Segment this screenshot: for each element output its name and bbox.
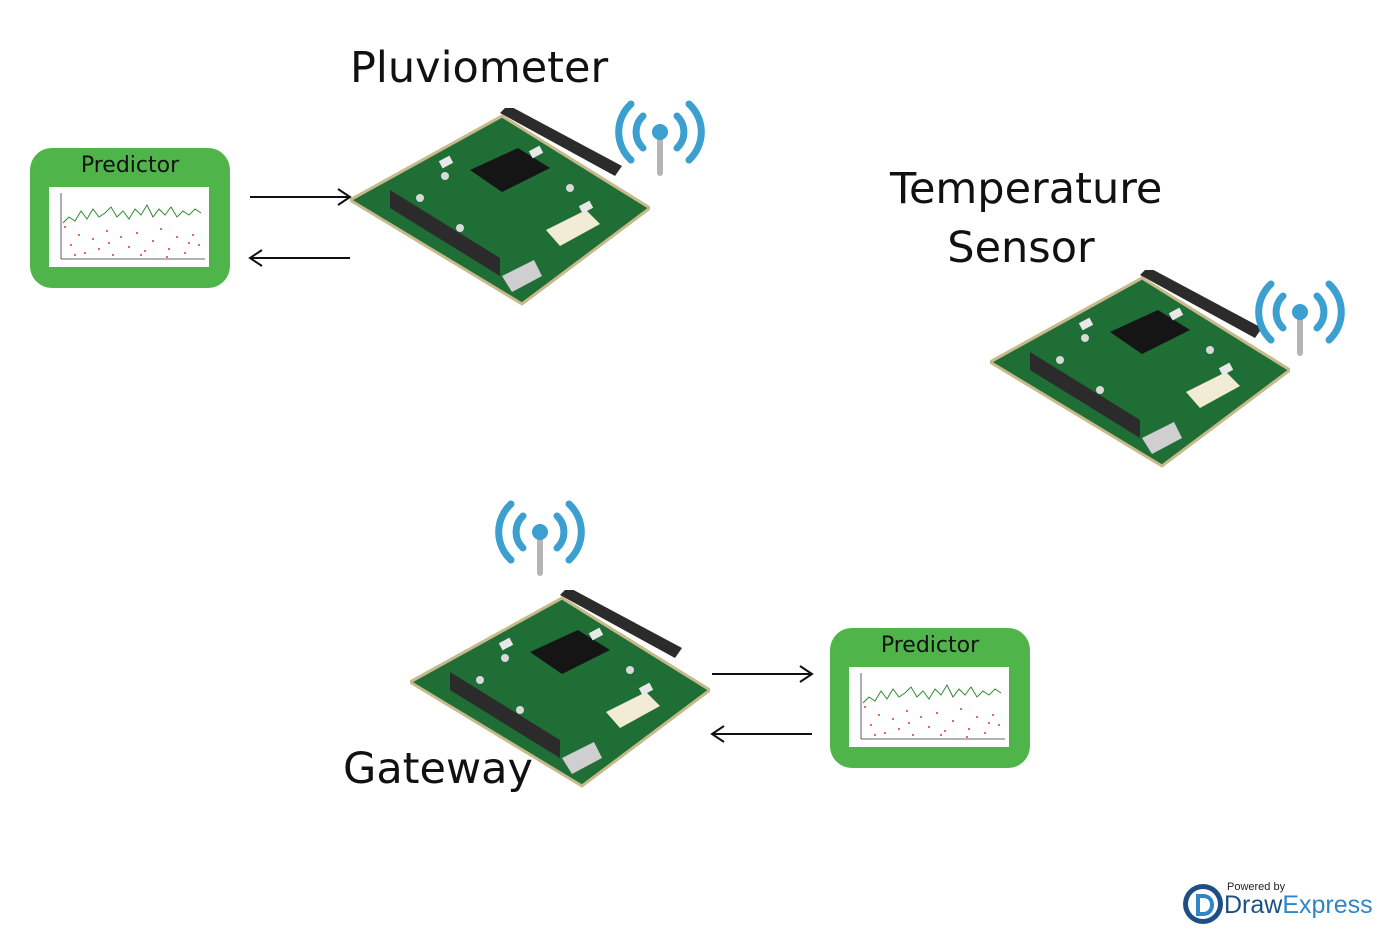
arrow-left-icon	[248, 249, 350, 267]
drawexpress-logo-icon	[1183, 884, 1223, 924]
wifi-antenna-icon	[495, 500, 585, 576]
wifi-antenna-icon	[615, 100, 705, 176]
predictor-title: Predictor	[880, 633, 980, 658]
powered-by-text: Powered by	[1227, 881, 1286, 893]
gateway-board-icon	[410, 590, 710, 788]
predictor-title: Predictor	[80, 153, 180, 178]
predictor-box: Predictor	[30, 148, 230, 288]
temperature-label-line1: Temperature	[890, 164, 1163, 214]
temperature-sensor-label: Temperature Sensor	[890, 164, 1163, 274]
gateway-label: Gateway	[343, 744, 533, 794]
circuit-board-icon	[990, 270, 1290, 468]
arrow-right-icon	[250, 188, 352, 206]
circuit-board-icon	[350, 108, 650, 306]
arrow-left-icon	[710, 725, 812, 743]
brand-name: DrawExpress	[1224, 891, 1373, 920]
line-chart-icon	[849, 667, 1009, 747]
temperature-board-icon	[990, 270, 1290, 468]
drawexpress-brand: Powered by DrawExpress	[1182, 880, 1380, 928]
predictor-box: Predictor	[830, 628, 1030, 768]
circuit-board-icon	[410, 590, 710, 788]
arrow-right-icon	[712, 665, 814, 683]
brand-name-part2: Express	[1282, 891, 1373, 919]
wifi-antenna-icon	[1255, 280, 1345, 356]
temperature-label-line2: Sensor	[947, 223, 1095, 274]
line-chart-icon	[49, 187, 209, 267]
pluviometer-board-icon	[350, 108, 650, 306]
pluviometer-label: Pluviometer	[350, 43, 609, 93]
brand-name-part1: Draw	[1224, 891, 1283, 919]
